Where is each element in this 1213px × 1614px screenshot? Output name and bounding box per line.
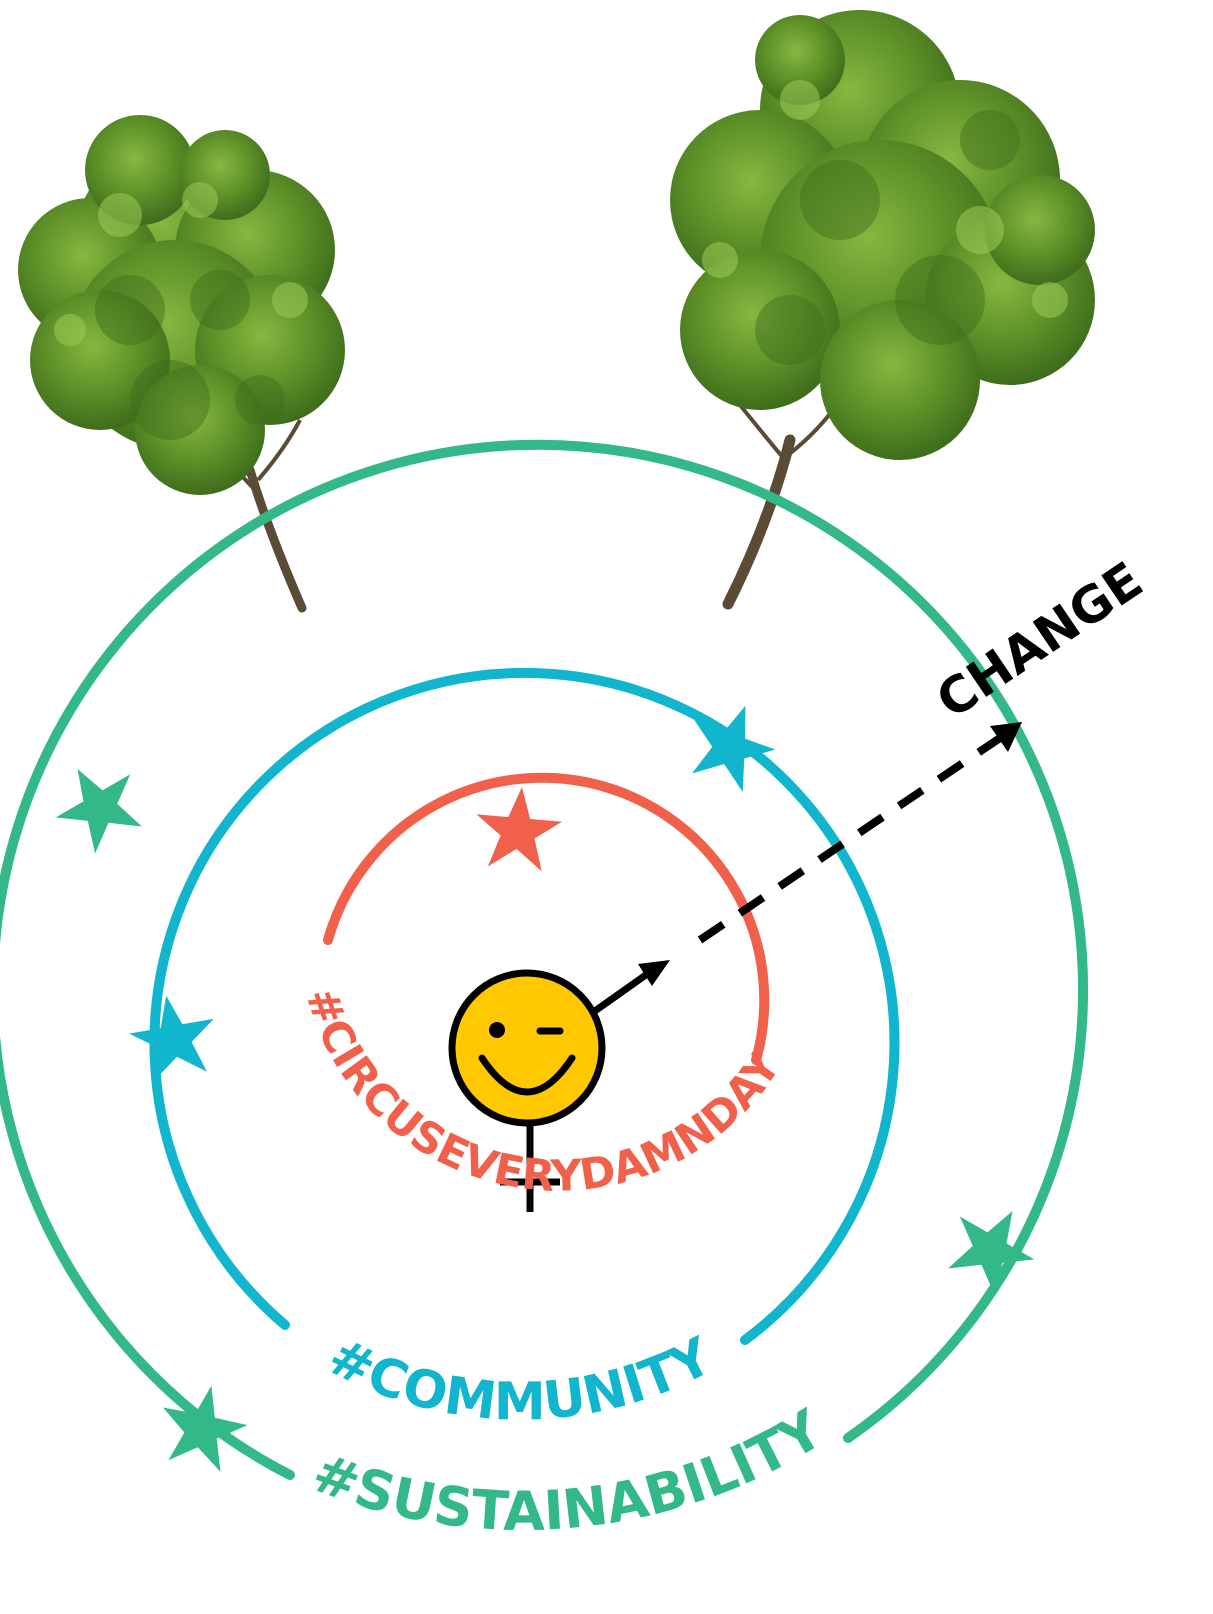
tree-icon-left (18, 115, 345, 613)
change-arrow-dashed-line (697, 734, 1003, 944)
outer-ring (0, 439, 1089, 1480)
star-icon (55, 769, 142, 854)
inner-ring (323, 772, 770, 1065)
star-icon (163, 1385, 248, 1472)
star-icon (129, 995, 214, 1082)
ring-label-middle: #COMMUNITY (319, 1326, 723, 1432)
tree-icon-right (670, 10, 1095, 610)
star-icon (476, 787, 563, 872)
change-arrow-head-icon (990, 722, 1022, 752)
winking-smiley-gender-symbol-icon (448, 960, 670, 1212)
star-icon (691, 705, 776, 793)
star-icon (948, 1211, 1035, 1296)
